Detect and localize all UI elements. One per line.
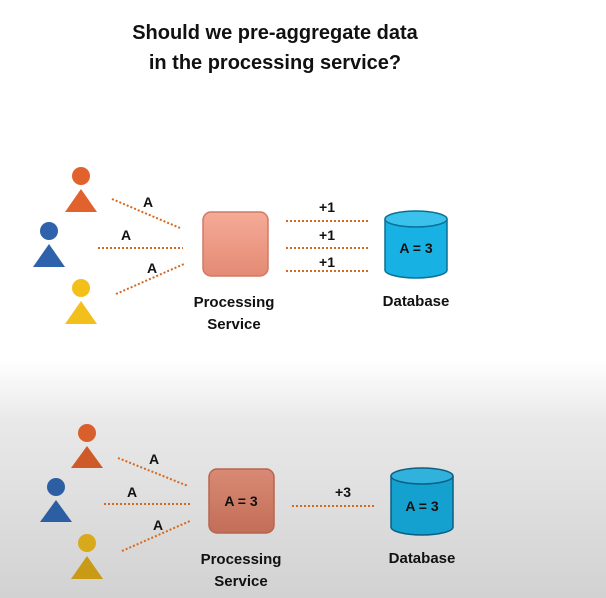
database-label: Database: [389, 550, 456, 567]
user-icon: [40, 478, 72, 522]
processing-label-line2: Service: [214, 573, 267, 590]
database-label: Database: [383, 293, 450, 310]
write-label: +1: [319, 227, 335, 243]
request-label: A: [147, 260, 157, 276]
processing-label-line1: Processing: [201, 551, 282, 568]
processing-service-box: [208, 468, 275, 534]
processing-service-box: [202, 211, 269, 277]
bottom-scenario: A A A A = 3 Processing Service +3 A = 3 …: [40, 424, 455, 590]
database-value: A = 3: [405, 498, 439, 514]
request-label: A: [127, 484, 137, 500]
request-label: A: [153, 517, 163, 533]
request-label: A: [149, 451, 159, 467]
write-label: +1: [319, 199, 335, 215]
user-icon: [33, 222, 65, 267]
processing-label-line2: Service: [207, 316, 260, 333]
write-label: +3: [335, 484, 351, 500]
database-icon: [390, 467, 454, 536]
database-icon: [384, 210, 448, 279]
request-line: [111, 198, 181, 229]
request-label: A: [121, 227, 131, 243]
processing-label-line1: Processing: [194, 294, 275, 311]
request-line: [121, 520, 191, 552]
title-line-2: in the processing service?: [148, 52, 402, 74]
user-icon: [65, 279, 97, 324]
database-value: A = 3: [399, 240, 433, 256]
write-label: +1: [319, 254, 335, 270]
request-line: [117, 457, 189, 487]
processing-value: A = 3: [224, 493, 258, 509]
user-icon: [71, 534, 103, 579]
title-line-1: Should we pre-aggregate data: [132, 22, 418, 44]
diagram-title: Should we pre-aggregate data in the proc…: [0, 18, 550, 78]
request-label: A: [143, 194, 153, 210]
top-scenario: A A A Processing Service +1 +1 +1 A = 3 …: [33, 167, 449, 333]
user-icon: [65, 167, 97, 212]
request-line: [115, 263, 185, 295]
user-icon: [71, 424, 103, 468]
